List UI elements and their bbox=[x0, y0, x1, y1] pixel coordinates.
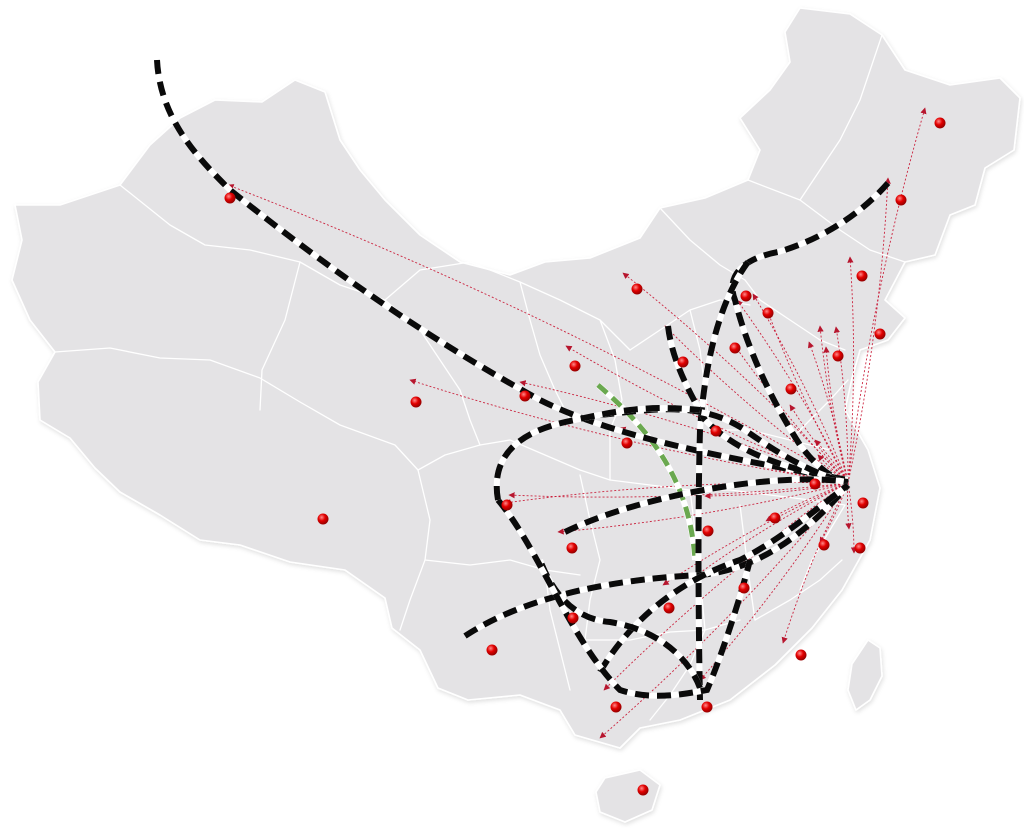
city-marker-icon bbox=[710, 425, 722, 437]
flow-arrow bbox=[817, 325, 849, 484]
city-marker-icon bbox=[637, 784, 649, 796]
city-marker-icon bbox=[874, 328, 886, 340]
rail-corridor bbox=[493, 405, 701, 501]
city-marker-icon bbox=[566, 542, 578, 554]
flow-arrow bbox=[662, 482, 849, 586]
railway-corridors bbox=[154, 59, 891, 701]
city-marker-icon bbox=[631, 283, 643, 295]
city-marker-icon bbox=[610, 701, 622, 713]
city-marker-icon bbox=[809, 478, 821, 490]
flow-arrow bbox=[847, 177, 891, 484]
city-marker-icon bbox=[785, 383, 797, 395]
city-marker-icon bbox=[621, 437, 633, 449]
city-marker-icon bbox=[677, 356, 689, 368]
city-marker-icon bbox=[769, 512, 781, 524]
flow-arrow bbox=[789, 404, 849, 484]
taiwan-island bbox=[847, 639, 883, 711]
province-borders bbox=[54, 34, 906, 721]
flow-arrow bbox=[807, 341, 849, 484]
flow-arrow bbox=[781, 482, 849, 644]
flow-arrow bbox=[557, 482, 849, 535]
city-marker-icon bbox=[729, 342, 741, 354]
city-marker-icon bbox=[702, 525, 714, 537]
city-marker-icon bbox=[519, 390, 531, 402]
flow-arrow bbox=[599, 482, 849, 739]
flow-arrow bbox=[819, 482, 849, 544]
rail-corridor bbox=[695, 260, 751, 701]
city-marker-icon bbox=[486, 644, 498, 656]
flow-arrow bbox=[227, 184, 849, 484]
city-marker-icon bbox=[740, 290, 752, 302]
city-marker-icon bbox=[854, 542, 866, 554]
city-marker-icon bbox=[317, 513, 329, 525]
city-marker-icon bbox=[738, 582, 750, 594]
city-marker-icon bbox=[663, 602, 675, 614]
planned-route bbox=[596, 382, 698, 561]
flow-arrow bbox=[622, 272, 849, 484]
flow-arrow bbox=[847, 256, 855, 484]
city-marker-icon bbox=[410, 396, 422, 408]
rail-corridor bbox=[665, 325, 849, 483]
city-marker-icon bbox=[818, 539, 830, 551]
city-marker-icon bbox=[501, 499, 513, 511]
city-marker-icon bbox=[832, 350, 844, 362]
city-marker-icon bbox=[856, 270, 868, 282]
rail-corridor bbox=[563, 476, 849, 535]
city-marker-icon bbox=[895, 194, 907, 206]
flow-arrow bbox=[847, 107, 927, 484]
city-markers bbox=[224, 117, 946, 796]
city-marker-icon bbox=[224, 192, 236, 204]
rail-corridor bbox=[729, 181, 891, 486]
flow-arrow bbox=[689, 482, 849, 581]
mainland-china bbox=[11, 7, 1021, 749]
flow-arrow bbox=[823, 346, 849, 484]
flow-arrow bbox=[736, 299, 849, 484]
city-marker-icon bbox=[701, 701, 713, 713]
city-marker-icon bbox=[857, 497, 869, 509]
rail-corridor bbox=[599, 406, 849, 486]
hainan-island bbox=[595, 769, 661, 823]
rail-corridor bbox=[154, 59, 849, 483]
city-marker-icon bbox=[762, 307, 774, 319]
city-marker-icon bbox=[934, 117, 946, 129]
land-layer bbox=[11, 7, 1021, 823]
city-marker-icon bbox=[567, 612, 579, 624]
flow-arrow bbox=[504, 482, 849, 506]
rail-corridor bbox=[597, 482, 850, 674]
flow-arrow bbox=[664, 325, 849, 484]
flow-arrow bbox=[732, 342, 849, 484]
flow-arrow bbox=[817, 454, 849, 484]
city-marker-icon bbox=[795, 649, 807, 661]
rail-corridor bbox=[495, 498, 753, 699]
city-marker-icon bbox=[569, 360, 581, 372]
